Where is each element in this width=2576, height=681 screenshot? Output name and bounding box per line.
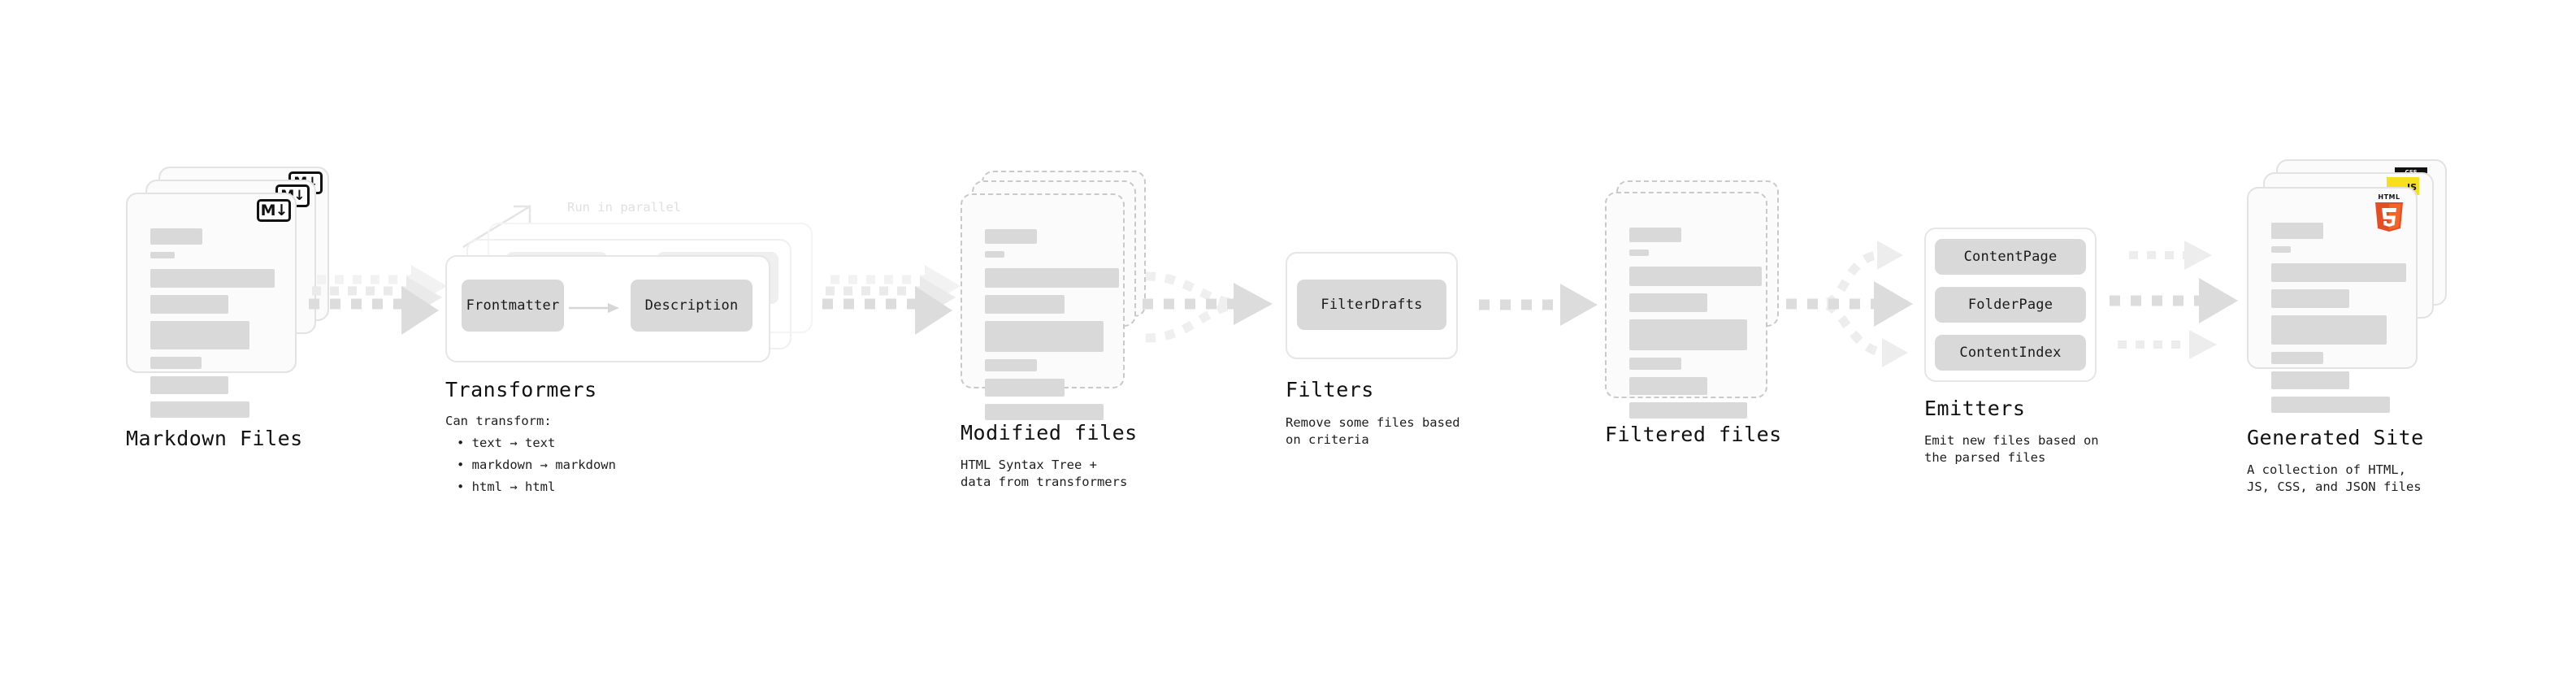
chip-folderpage[interactable]: FolderPage bbox=[1935, 287, 2086, 323]
filtered-files-title: Filtered files bbox=[1605, 423, 1782, 446]
run-in-parallel-leader bbox=[462, 204, 531, 249]
chip-description[interactable]: Description bbox=[631, 280, 752, 332]
bar bbox=[1629, 249, 1649, 256]
filters-subtitle: Remove some files based on criteria bbox=[1286, 415, 1460, 447]
filtered-sheet-front bbox=[1605, 192, 1767, 419]
connector-transformers-to-modified bbox=[822, 265, 969, 358]
generated-site-title: Generated Site bbox=[2247, 426, 2424, 449]
filtered-placeholder-bars bbox=[1629, 228, 1762, 426]
chip-filterdrafts[interactable]: FilterDrafts bbox=[1297, 280, 1446, 330]
transformers-subtitle: Can transform: bbox=[445, 414, 552, 428]
bar bbox=[1629, 377, 1707, 395]
emitters-subtitle: Emit new files based on the parsed files bbox=[1924, 433, 2099, 465]
bar bbox=[150, 252, 175, 258]
bar bbox=[2271, 352, 2323, 364]
bar bbox=[150, 376, 228, 394]
bar bbox=[985, 379, 1065, 397]
markdown-icon: M↓ bbox=[257, 199, 291, 222]
bar bbox=[2271, 246, 2291, 253]
bar bbox=[985, 321, 1104, 352]
markdown-files-title: Markdown Files bbox=[126, 427, 303, 450]
run-in-parallel-label: Run in parallel bbox=[567, 200, 681, 215]
site-placeholder-bars bbox=[2271, 223, 2406, 420]
connector-emitters-to-site bbox=[2110, 229, 2272, 384]
bar bbox=[1629, 402, 1747, 419]
bar bbox=[985, 404, 1104, 420]
bar bbox=[2271, 223, 2323, 239]
modified-placeholder-bars bbox=[985, 229, 1119, 427]
transformers-title: Transformers bbox=[445, 378, 597, 401]
bar bbox=[2271, 371, 2349, 389]
bar bbox=[150, 321, 249, 349]
bar bbox=[2271, 263, 2406, 282]
generated-site-subtitle: A collection of HTML, JS, CSS, and JSON … bbox=[2247, 462, 2422, 494]
chip-contentpage[interactable]: ContentPage bbox=[1935, 239, 2086, 275]
connector-modified-to-filters bbox=[1136, 258, 1290, 372]
chip-contentindex[interactable]: ContentIndex bbox=[1935, 335, 2086, 371]
bar bbox=[985, 251, 1004, 258]
bar bbox=[150, 269, 275, 288]
bar bbox=[1629, 319, 1747, 350]
transformers-bullet-0: • text → text bbox=[457, 436, 556, 450]
markdown-sheet-front bbox=[126, 193, 297, 418]
modified-files-subtitle: HTML Syntax Tree + data from transformer… bbox=[961, 458, 1128, 489]
bar bbox=[985, 229, 1037, 244]
bar bbox=[985, 268, 1119, 288]
bar bbox=[150, 357, 202, 369]
svg-text:HTML: HTML bbox=[2378, 193, 2400, 201]
chip-frontmatter[interactable]: Frontmatter bbox=[462, 280, 564, 332]
bar bbox=[2271, 289, 2349, 308]
connector-filtered-to-emitters bbox=[1780, 234, 1942, 388]
emitters-title: Emitters bbox=[1924, 397, 2026, 420]
bar bbox=[150, 295, 228, 314]
bar bbox=[1629, 293, 1707, 312]
connector-markdown-to-transformers bbox=[309, 265, 455, 358]
bar bbox=[985, 295, 1065, 314]
bar bbox=[150, 228, 202, 245]
filters-title: Filters bbox=[1286, 378, 1374, 401]
markdown-placeholder-bars bbox=[150, 228, 275, 425]
connector-filters-to-filtered bbox=[1479, 284, 1609, 341]
bar bbox=[2271, 315, 2387, 345]
bar bbox=[1629, 358, 1681, 370]
transformer-inner-arrow-front bbox=[569, 303, 619, 313]
html5-icon: HTML bbox=[2371, 192, 2407, 232]
transformers-bullet-2: • html → html bbox=[457, 479, 556, 494]
bar bbox=[150, 401, 249, 418]
bar bbox=[1629, 267, 1762, 286]
modified-sheet-front bbox=[961, 193, 1125, 420]
bar bbox=[1629, 228, 1681, 242]
bar bbox=[2271, 397, 2390, 413]
modified-files-title: Modified files bbox=[961, 421, 1138, 445]
bar bbox=[985, 359, 1037, 371]
transformers-bullet-1: • markdown → markdown bbox=[457, 458, 616, 472]
